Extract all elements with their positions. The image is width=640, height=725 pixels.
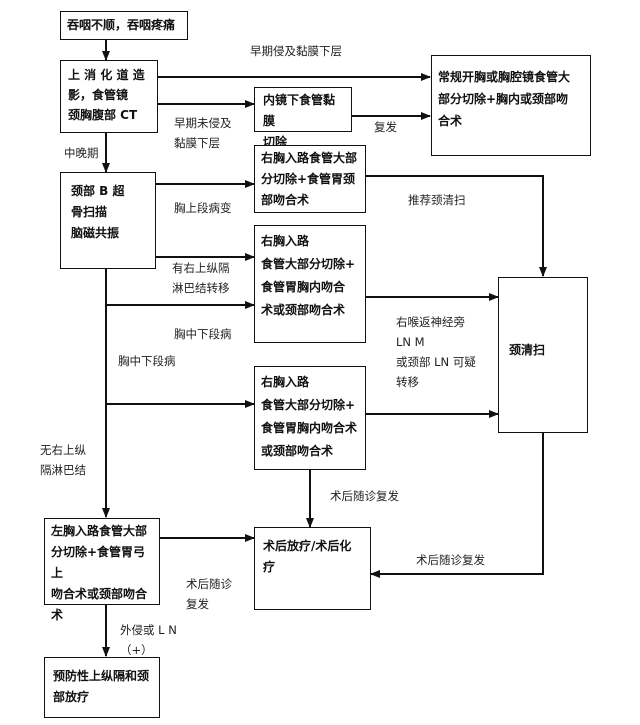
- box-neck-scan: 颈部 B 超 骨扫描 脑磁共振: [60, 172, 156, 269]
- label-upper-thoracic: 胸上段病变: [174, 201, 232, 215]
- box-prophylactic: 预防性上纵隔和颈 部放疗: [44, 657, 160, 718]
- box-right-b: 右胸入路 食管大部分切除+ 食管胃胸内吻合 术或颈部吻合术: [254, 225, 366, 343]
- box-right-a: 右胸入路食管大部 分切除+食管胃颈 部吻合术: [254, 145, 366, 213]
- box-radiotherapy: 术后放疗/术后化 疗: [254, 527, 371, 610]
- label-mid-lower-1: 胸中下段病: [174, 327, 232, 341]
- box-symptom: 吞咽不顺，吞咽疼痛: [60, 11, 188, 40]
- box-endoscopic: 内镜下食管黏膜 切除: [254, 87, 352, 149]
- label-invasion-ln: 外侵或 L N （+）: [120, 623, 177, 657]
- label-early-submucosa: 早期侵及黏膜下层: [250, 44, 342, 58]
- label-mid-lower-2: 胸中下段病: [118, 354, 176, 368]
- box-right-c: 右胸入路 食管大部分切除+ 食管胃胸内吻合术 或颈部吻合术: [254, 366, 366, 470]
- arrow-right-a-neck: [366, 175, 547, 277]
- label-recommend-neck: 推荐颈清扫: [408, 193, 466, 207]
- box-left: 左胸入路食管大部 分切除+食管胃弓上 吻合术或颈部吻合 术: [44, 518, 160, 622]
- label-no-right-upper: 无右上纵 隔淋巴结: [40, 443, 86, 477]
- label-right-upper-ln: 有右上纵隔 淋巴结转移: [172, 261, 230, 295]
- label-recurrence-1: 复发: [374, 120, 397, 134]
- box-exam: 上 消 化 道 造 影，食管镜 颈胸腹部 CT: [60, 60, 158, 133]
- label-followup-3: 术后随诊 复发: [186, 577, 232, 611]
- box-neck-dissection: 颈清扫: [498, 277, 588, 433]
- label-early-not-submucosa: 早期未侵及 黏膜下层: [174, 116, 232, 150]
- label-followup-1: 术后随诊复发: [330, 489, 399, 503]
- label-followup-2: 术后随诊复发: [416, 553, 485, 567]
- arrow-neck-radio: [370, 432, 544, 578]
- label-mid-late: 中晚期: [64, 146, 99, 160]
- label-recurrent-nerve: 右喉返神经旁 LN M 或颈部 LN 可疑 转移: [396, 315, 476, 389]
- box-thoracoscopic: 常规开胸或胸腔镜食管大 部分切除+胸内或颈部吻 合术: [431, 55, 591, 156]
